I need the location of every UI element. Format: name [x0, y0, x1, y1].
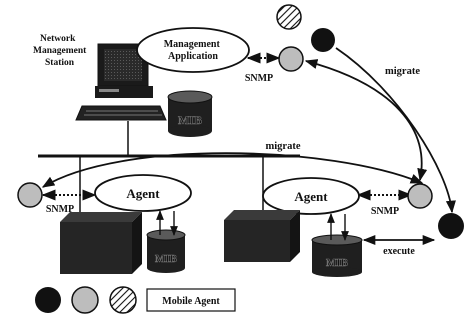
snmp-label-right: SNMP: [371, 206, 399, 217]
migrate-label-upper: migrate: [385, 66, 420, 77]
gray-circle-icon: [17, 182, 43, 208]
migrate-arrow-lower: [41, 152, 424, 188]
migrate-arrow-right: [335, 47, 456, 214]
svg-text:Agent: Agent: [126, 186, 160, 201]
svg-text:MIB: MIB: [326, 257, 349, 269]
svg-text:Agent: Agent: [294, 189, 328, 204]
hatched-circle-icon: [109, 286, 137, 314]
management-application: Management Application: [136, 27, 250, 73]
legend-label: Mobile Agent: [162, 296, 220, 307]
gray-circle-icon: [71, 286, 99, 314]
hatched-circle-icon: [276, 4, 302, 30]
black-circle-icon: [35, 287, 61, 313]
migrate-arrow-upper: [304, 59, 428, 182]
black-circle-icon: [438, 213, 464, 239]
network-device-right: [224, 210, 300, 262]
black-circle-icon: [311, 28, 335, 52]
gray-circle-icon: [278, 46, 304, 72]
agent-left: Agent: [94, 174, 192, 212]
mib-left: MIB: [146, 229, 186, 273]
svg-text:MIB: MIB: [178, 113, 202, 127]
gray-circle-icon: [407, 183, 433, 209]
network-device-left: [60, 212, 142, 274]
snmp-label-app: SNMP: [245, 73, 273, 84]
execute-label: execute: [383, 246, 415, 257]
station-label: Network Management Station: [33, 34, 89, 68]
snmp-label-left: SNMP: [46, 204, 74, 215]
svg-text:Management Application: Management Application: [164, 39, 223, 62]
agent-right: Agent: [262, 177, 360, 215]
legend: Mobile Agent: [35, 286, 236, 314]
mib-right: MIB: [311, 234, 363, 277]
migrate-label-lower: migrate: [266, 141, 301, 152]
station-mib: MIB: [167, 90, 213, 137]
svg-text:MIB: MIB: [155, 253, 178, 265]
